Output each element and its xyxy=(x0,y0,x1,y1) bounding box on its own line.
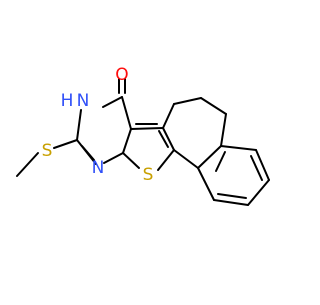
atom-labels: O H N N S S xyxy=(42,65,154,185)
bond-c8a2-c9a xyxy=(197,145,222,169)
bond-benz-2-inner xyxy=(250,155,263,181)
nh-nitrogen-label: N xyxy=(77,91,90,111)
bond-benz-4 xyxy=(213,199,249,206)
bonds xyxy=(16,78,270,206)
bond-s-ch3 xyxy=(16,152,39,177)
bond-s-c9b xyxy=(157,149,175,171)
bond-c5a-c4a xyxy=(130,127,164,130)
bond-c5a-c6 xyxy=(162,103,175,129)
molecule-drawing: O H N N S S xyxy=(16,65,270,206)
oxygen-label: O xyxy=(115,65,128,85)
bond-c8-c8a2 xyxy=(220,113,227,147)
bond-benz-2 xyxy=(255,149,270,181)
bond-c2-s xyxy=(53,139,78,149)
bond-c8a-c4a xyxy=(122,128,132,154)
thiophene-sulfur-label: S xyxy=(143,165,154,185)
bond-c4-n3 xyxy=(102,96,123,108)
bond-c9b-c5a xyxy=(162,127,175,151)
bond-benz-1 xyxy=(220,145,257,151)
bond-c6-c7 xyxy=(173,97,202,105)
bond-c2-n1-inner xyxy=(81,145,95,161)
nh-hydrogen-label: H xyxy=(61,91,74,111)
molecule-figure: O H N N S S xyxy=(16,65,270,206)
bond-benz-6-inner xyxy=(215,151,226,172)
bond-c4a-c4 xyxy=(121,96,132,130)
bond-n3-c2 xyxy=(76,109,82,141)
bond-c7-c8 xyxy=(200,97,227,115)
bond-benz-4-inner xyxy=(217,193,247,199)
bond-c8a-s xyxy=(122,152,140,169)
bond-benz-5 xyxy=(197,167,215,201)
bond-n1-c8a xyxy=(103,152,124,164)
bond-benz-3 xyxy=(247,179,270,206)
methylthio-sulfur-label: S xyxy=(42,141,53,161)
bond-c9a-c9b xyxy=(173,149,199,169)
ring-nitrogen-label: N xyxy=(92,158,105,178)
bond-c9b-c5a-inner xyxy=(158,130,169,148)
